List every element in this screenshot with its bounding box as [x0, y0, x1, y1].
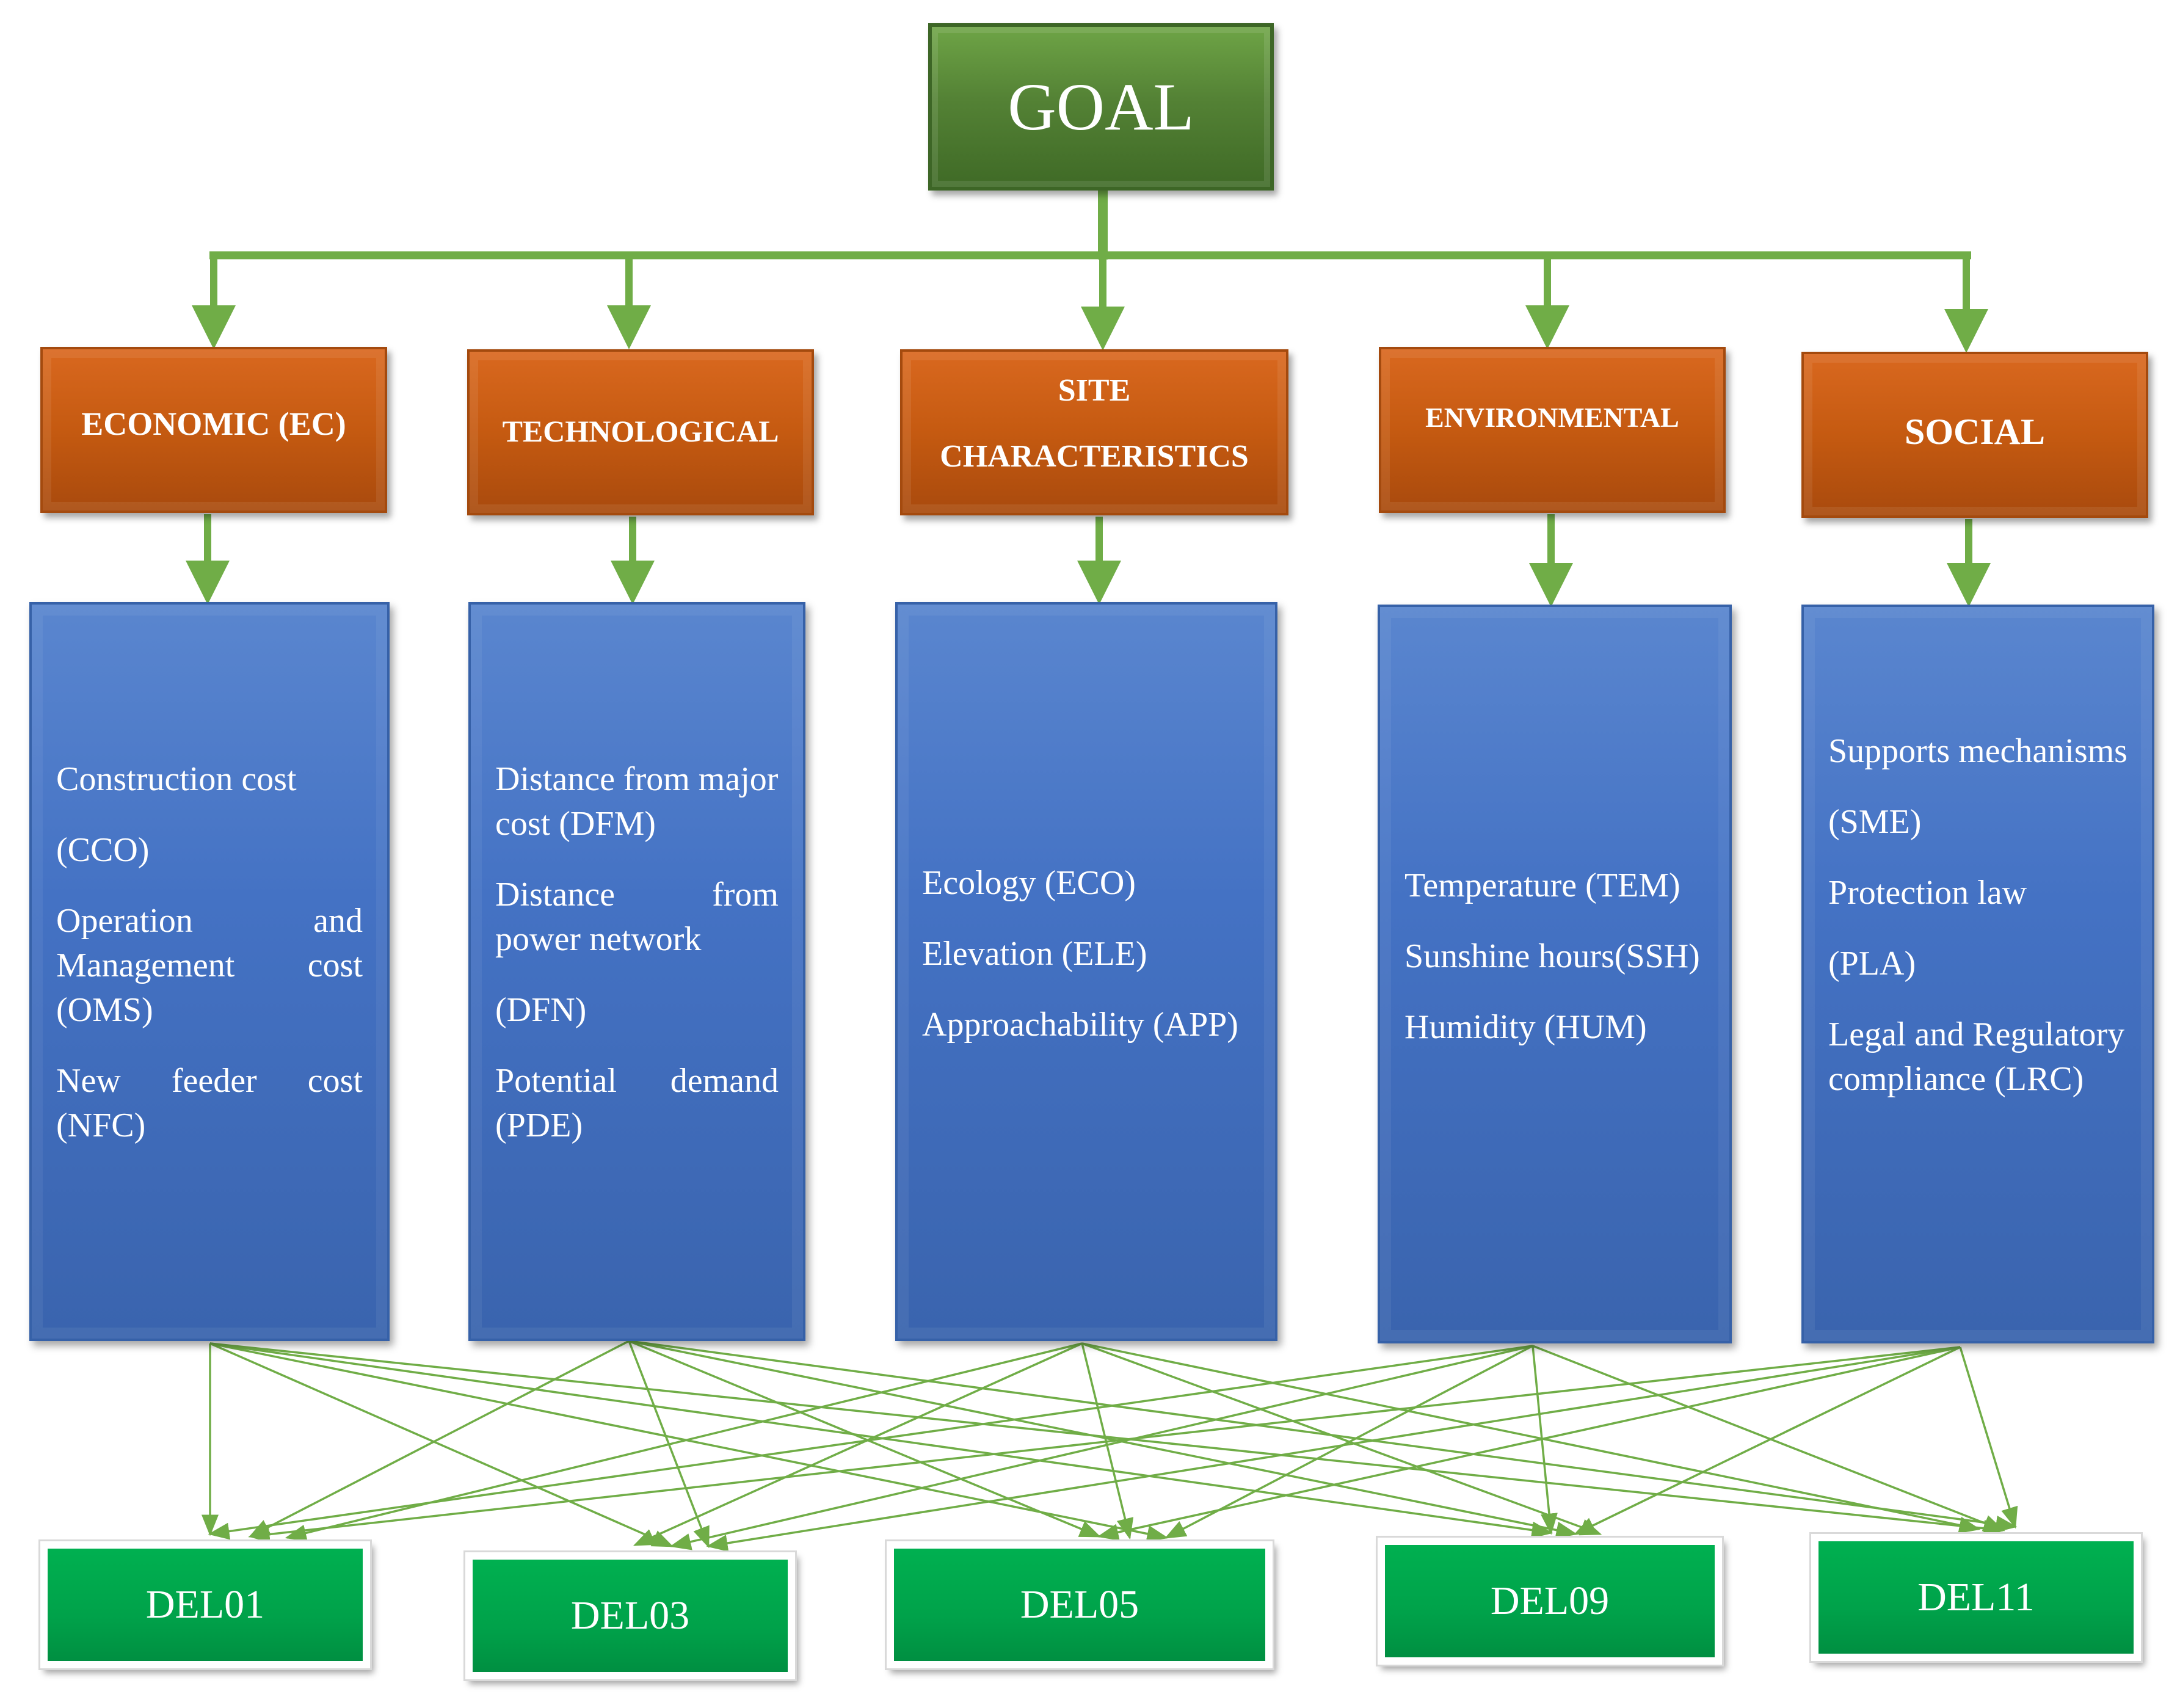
- subcriteria-to-alternative-arrow: [208, 1345, 1533, 1540]
- subcriteria-to-alternative-arrow: [628, 1340, 1578, 1539]
- subcriterion-text: (SME): [1828, 803, 1922, 841]
- criterion-site-label-line1: SITE: [1058, 373, 1131, 408]
- subcriteria-to-alternative-arrow: [1959, 1346, 2018, 1529]
- subcriterion-text: Humidity (HUM): [1404, 1008, 1647, 1046]
- subcriteria-to-alternative-arrow: [1081, 1343, 1134, 1540]
- alternative-del05: DEL05: [885, 1539, 1274, 1670]
- criterion-social: SOCIAL: [1801, 352, 2148, 518]
- subcriteria-to-alternative-arrow: [1164, 1345, 1533, 1539]
- subcriteria-to-alternative-arrow: [669, 1345, 1533, 1550]
- subcriterion-text: Elevation (ELE): [922, 935, 1147, 973]
- goal-label: GOAL: [1008, 69, 1194, 144]
- subcriterion-text: Temperature (TEM): [1404, 867, 1680, 904]
- subcriterion-text: Potential demand (PDE): [495, 1062, 779, 1144]
- criterion-site-label-line2: CHARACTERISTICS: [940, 439, 1249, 474]
- alternative-del11: DEL11: [1809, 1532, 2143, 1663]
- subcriteria-to-alternative-arrow: [628, 1340, 1102, 1538]
- subcriterion-text: (DFN): [495, 991, 587, 1029]
- subcriteria-to-alternative-arrow: [1081, 1342, 1981, 1534]
- subcriteria-to-alternative-arrow: [633, 1342, 1083, 1546]
- subcriteria-to-alternative-arrow: [1573, 1346, 1961, 1535]
- subcriteria-to-alternative-arrow: [1097, 1346, 1961, 1541]
- alternative-label: DEL03: [570, 1593, 690, 1638]
- subcriteria-to-alternative-arrow: [1532, 1345, 2005, 1532]
- subcriterion-text: Sunshine hours(SSH): [1404, 937, 1700, 975]
- criterion-social-label: SOCIAL: [1904, 412, 2046, 452]
- alternative-label: DEL05: [1020, 1582, 1139, 1627]
- criterion-environmental-label: ENVIRONMENTAL: [1425, 402, 1679, 433]
- criterion-technological: TECHNOLOGICAL: [467, 349, 814, 515]
- alternative-label: DEL11: [1917, 1575, 2035, 1619]
- criterion-site-characteristics: SITE CHARACTERISTICS: [900, 349, 1288, 515]
- subcriteria-to-alternative-arrow: [248, 1340, 630, 1538]
- criterion-environmental: ENVIRONMENTAL: [1379, 347, 1726, 513]
- subcriterion-text: Operation and Management cost (OMS): [56, 902, 363, 1029]
- alternative-label: DEL09: [1490, 1579, 1610, 1623]
- criterion-technological-label: TECHNOLOGICAL: [502, 414, 779, 448]
- goal-box: GOAL: [928, 23, 1274, 191]
- subcriterion-text: Approachability (APP): [922, 1006, 1238, 1044]
- subcriterion-text: Supports mechanisms: [1828, 732, 2127, 770]
- alternative-del09: DEL09: [1376, 1536, 1724, 1666]
- subcriterion-text: Distance from major cost (DFM): [495, 760, 779, 843]
- subcriteria-to-alternative-arrow: [628, 1340, 2018, 1533]
- subcriterion-text: Ecology (ECO): [922, 864, 1136, 902]
- subcriteria-environmental: Temperature (TEM) Sunshine hours(SSH) Hu…: [1378, 605, 1732, 1343]
- subcriteria-to-alternative-arrow: [285, 1342, 1083, 1542]
- subcriterion-text: (CCO): [56, 831, 150, 869]
- subcriteria-economic: Construction cost (CCO) Operation and Ma…: [29, 602, 390, 1341]
- subcriteria-to-alternative-arrow: [706, 1346, 1961, 1552]
- subcriterion-text: (PLA): [1828, 945, 1916, 983]
- subcriterion-text: Distance from power network: [495, 876, 779, 958]
- subcriteria-to-alternative-arrow: [1081, 1342, 1602, 1536]
- subcriteria-to-alternative-arrow: [209, 1342, 2005, 1537]
- criterion-economic-label: ECONOMIC (EC): [81, 405, 346, 442]
- alternative-del01: DEL01: [38, 1539, 372, 1670]
- subcriterion-text: Protection law: [1828, 874, 2027, 912]
- subcriterion-text: Legal and Regulatory compliance (LRC): [1828, 1016, 2125, 1098]
- subcriteria-technological: Distance from major cost (DFM) Distance …: [468, 602, 805, 1341]
- criterion-economic: ECONOMIC (EC): [40, 347, 387, 513]
- subcriteria-site-characteristics: Ecology (ECO) Elevation (ELE) Approachab…: [895, 602, 1277, 1341]
- subcriteria-to-alternative-arrow: [248, 1346, 1961, 1543]
- subcriterion-text: New feeder cost (NFC): [56, 1062, 363, 1144]
- subcriteria-to-alternative-arrow: [209, 1342, 674, 1547]
- alternative-label: DEL01: [145, 1582, 265, 1627]
- subcriteria-social: Supports mechanisms (SME) Protection law…: [1801, 605, 2154, 1343]
- subcriterion-text: Construction cost: [56, 760, 297, 798]
- alternative-del03: DEL03: [463, 1550, 797, 1681]
